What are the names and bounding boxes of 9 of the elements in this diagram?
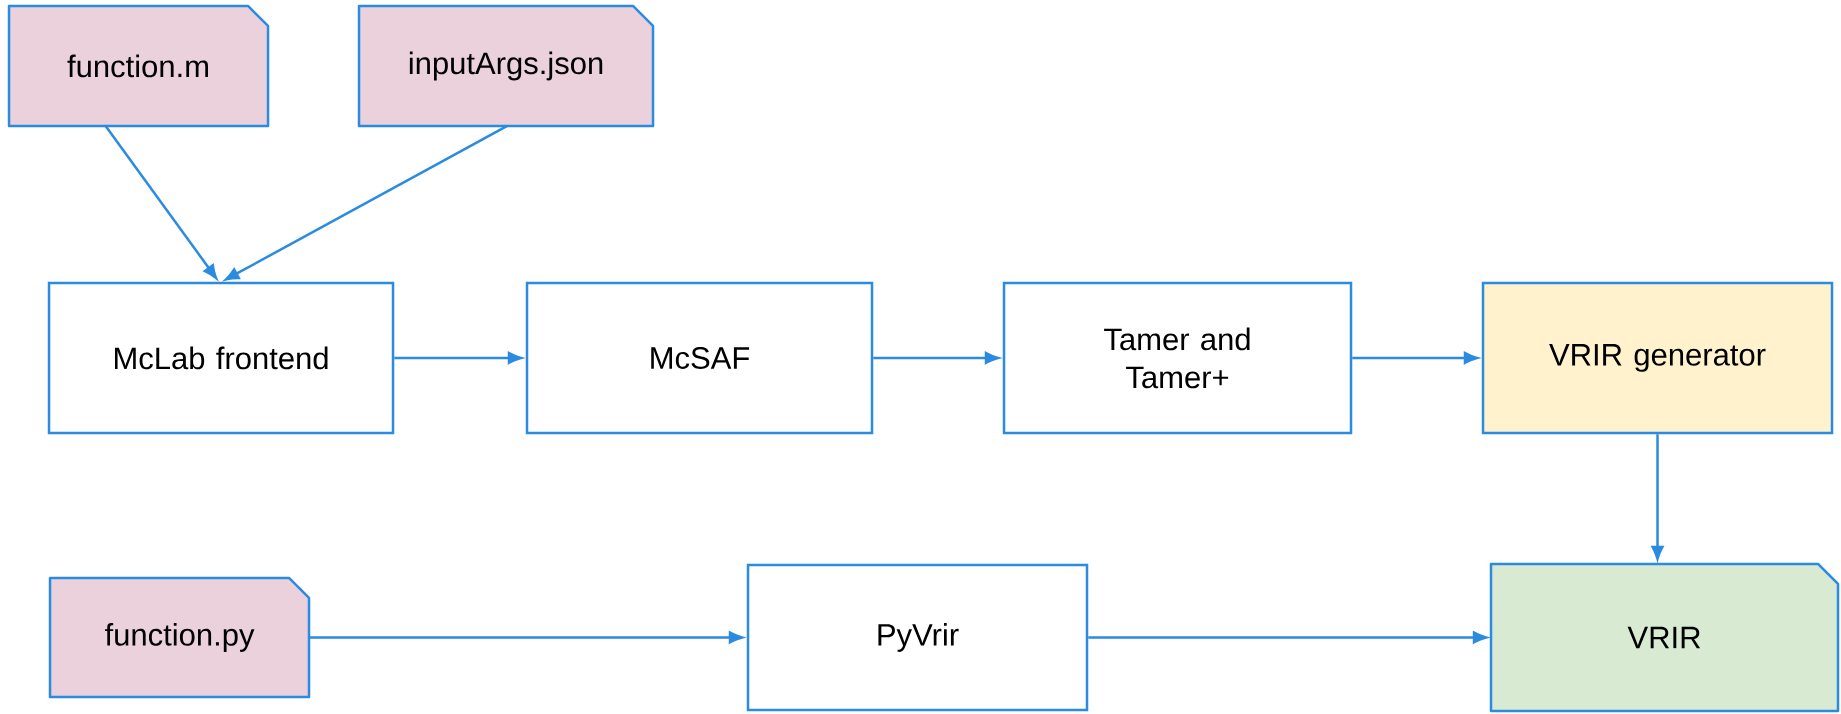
process-box: McSAF [525, 281, 874, 435]
arrow [394, 351, 523, 364]
process-box: PyVrir [746, 563, 1089, 712]
arrow [1352, 351, 1479, 364]
process-box: McLab frontend [47, 281, 395, 435]
arrow [873, 351, 1000, 364]
process-box: Tamer and Tamer+ [1002, 281, 1353, 435]
arrow [224, 125, 508, 281]
process-box: VRIR generator [1481, 281, 1834, 435]
